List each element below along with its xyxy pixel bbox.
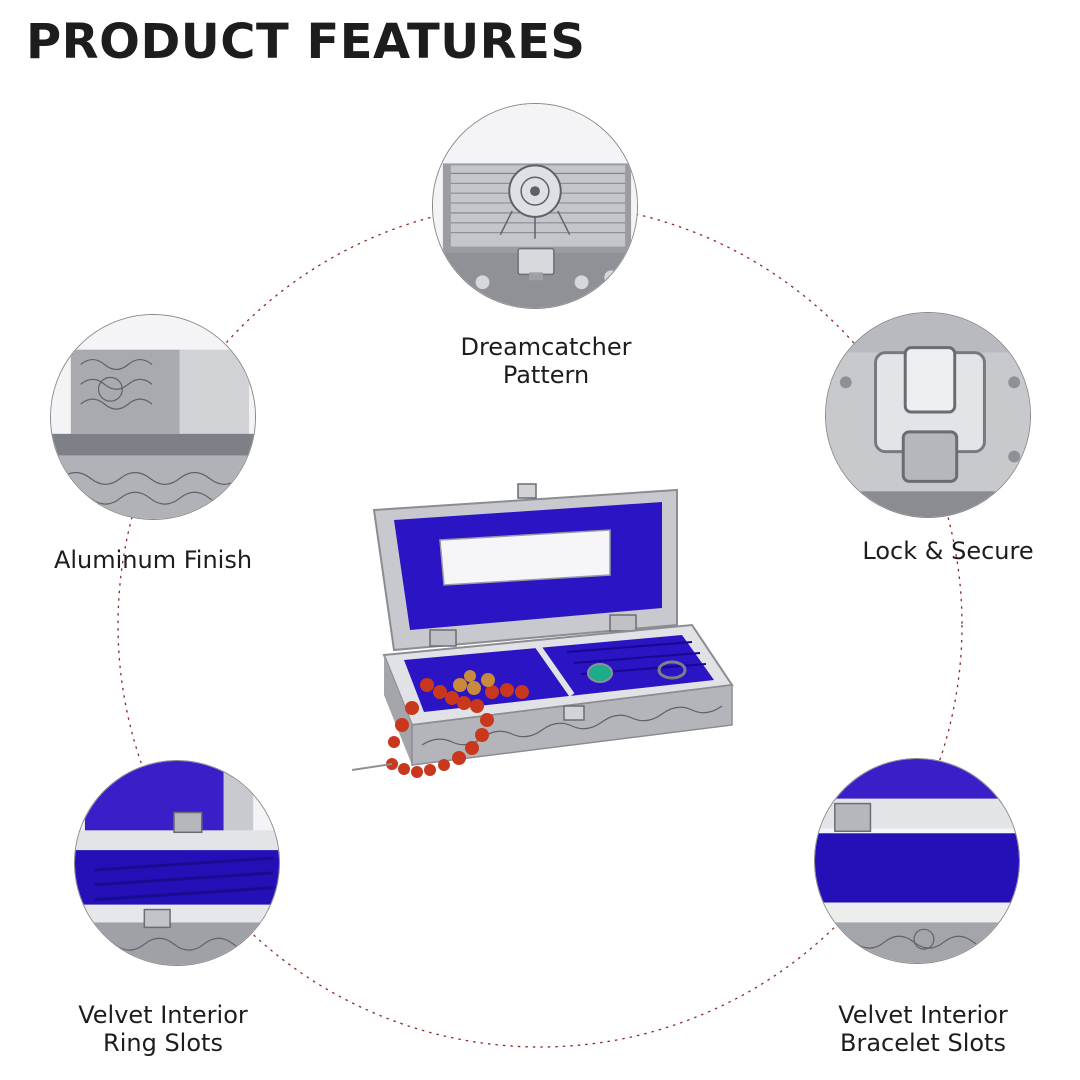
- feature-caption-ring-slots: Velvet Interior Ring Slots: [60, 1001, 266, 1057]
- feature-badge-dreamcatcher: [432, 103, 638, 309]
- feature-caption-line1: Velvet Interior: [838, 1001, 1008, 1029]
- feature-caption-lock: Lock & Secure: [845, 537, 1051, 565]
- bracelet-slots-image: [815, 759, 1019, 963]
- page-title: PRODUCT FEATURES: [26, 14, 586, 70]
- feature-caption-line2: Ring Slots: [103, 1029, 223, 1057]
- ring-slots-image: [75, 761, 279, 965]
- feature-caption-dreamcatcher: Dreamcatcher Pattern: [440, 333, 652, 389]
- feature-caption-bracelet-slots: Velvet Interior Bracelet Slots: [818, 1001, 1028, 1057]
- feature-caption-line2: Pattern: [502, 361, 590, 389]
- feature-caption-aluminum: Aluminum Finish: [40, 546, 266, 574]
- dreamcatcher-lid-image: [433, 104, 637, 308]
- feature-caption-line1: Lock & Secure: [862, 537, 1034, 565]
- feature-badge-aluminum: [50, 314, 256, 520]
- feature-caption-line1: Aluminum Finish: [53, 546, 253, 574]
- feature-badge-bracelet-slots: [814, 758, 1020, 964]
- feature-badge-lock: [825, 312, 1031, 518]
- lock-clasp-image: [826, 313, 1030, 517]
- feature-caption-line2: Bracelet Slots: [840, 1029, 1006, 1057]
- jewelry-box-product-image: [351, 483, 734, 778]
- aluminum-finish-image: [51, 315, 255, 519]
- feature-caption-line1: Dreamcatcher: [460, 333, 632, 361]
- feature-badge-ring-slots: [74, 760, 280, 966]
- feature-caption-line1: Velvet Interior: [78, 1001, 248, 1029]
